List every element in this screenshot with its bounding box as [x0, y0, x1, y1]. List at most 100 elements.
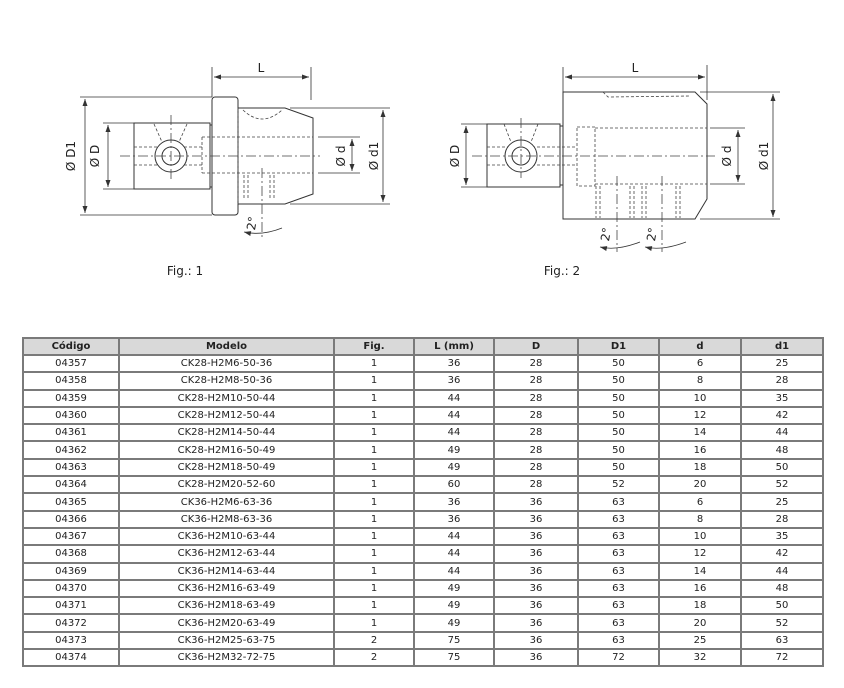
cell-D: 28	[495, 442, 577, 458]
cell-D1: 50	[579, 356, 658, 372]
header-modelo: Modelo	[120, 339, 333, 354]
label-d: Ø d	[334, 146, 348, 167]
cell-D: 36	[495, 632, 577, 649]
cell-modelo: CK28-H2M16-50-49	[120, 442, 333, 458]
header-d: d	[660, 339, 740, 354]
cell-modelo: CK36-H2M20-63-49	[120, 615, 333, 631]
cell-modelo: CK36-H2M14-63-44	[120, 563, 333, 579]
label-L: L	[632, 61, 639, 75]
cell-D1: 63	[579, 511, 658, 527]
cell-codigo: 04357	[24, 356, 118, 372]
cell-fig: 1	[335, 494, 413, 510]
label-d: Ø d	[720, 146, 734, 167]
cell-fig: 1	[335, 442, 413, 458]
cell-fig: 1	[335, 407, 413, 424]
cell-d1: 42	[742, 546, 822, 562]
header-fig: Fig.	[335, 339, 413, 354]
cell-d1: 28	[742, 511, 822, 527]
cell-D: 36	[495, 494, 577, 510]
cell-D: 36	[495, 650, 577, 666]
cell-d1: 52	[742, 477, 822, 493]
cell-d: 6	[660, 356, 740, 372]
cell-codigo: 04372	[24, 615, 118, 631]
cell-codigo: 04363	[24, 459, 118, 476]
cell-L: 49	[415, 615, 493, 631]
cell-fig: 1	[335, 580, 413, 597]
label-D: Ø D	[448, 145, 462, 168]
cell-D1: 52	[579, 477, 658, 493]
cell-fig: 1	[335, 459, 413, 476]
cell-fig: 1	[335, 598, 413, 614]
cell-d1: 63	[742, 632, 822, 649]
cell-d1: 50	[742, 598, 822, 614]
cell-L: 44	[415, 390, 493, 406]
cell-L: 49	[415, 580, 493, 597]
cell-fig: 2	[335, 632, 413, 649]
cell-L: 36	[415, 356, 493, 372]
cell-codigo: 04364	[24, 477, 118, 493]
cell-d: 8	[660, 511, 740, 527]
cell-d1: 28	[742, 373, 822, 389]
label-D1: Ø D1	[64, 141, 78, 171]
cell-d: 12	[660, 546, 740, 562]
cell-L: 44	[415, 528, 493, 545]
cell-d1: 25	[742, 494, 822, 510]
cell-d1: 50	[742, 459, 822, 476]
cell-d: 6	[660, 494, 740, 510]
cell-D1: 63	[579, 546, 658, 562]
cell-modelo: CK28-H2M10-50-44	[120, 390, 333, 406]
cell-D: 36	[495, 598, 577, 614]
cell-d1: 44	[742, 425, 822, 441]
cell-codigo: 04370	[24, 580, 118, 597]
cell-d: 12	[660, 407, 740, 424]
cell-L: 49	[415, 598, 493, 614]
cell-d: 16	[660, 580, 740, 597]
label-L: L	[258, 61, 265, 75]
cell-D: 36	[495, 528, 577, 545]
cell-fig: 1	[335, 563, 413, 579]
cell-d1: 25	[742, 356, 822, 372]
specifications-table: Código Modelo Fig. L (mm) D D1 d d1 0435…	[22, 337, 824, 668]
cell-modelo: CK36-H2M6-63-36	[120, 494, 333, 510]
cell-L: 36	[415, 373, 493, 389]
cell-D1: 63	[579, 494, 658, 510]
cell-modelo: CK36-H2M32-72-75	[120, 650, 333, 666]
figure-1-drawing: L Ø D1 Ø D Ø d Ø d1 2° Fig.: 1	[64, 61, 390, 278]
technical-drawings: L Ø D1 Ø D Ø d Ø d1 2° Fig.: 1 L Ø D Ø d…	[64, 61, 780, 278]
cell-d: 14	[660, 563, 740, 579]
cell-d: 20	[660, 477, 740, 493]
cell-L: 49	[415, 442, 493, 458]
cell-modelo: CK28-H2M8-50-36	[120, 373, 333, 389]
cell-codigo: 04360	[24, 407, 118, 424]
main-body	[562, 91, 708, 220]
cell-D: 36	[495, 580, 577, 597]
cell-fig: 2	[335, 650, 413, 666]
cell-codigo: 04358	[24, 373, 118, 389]
cell-d: 18	[660, 598, 740, 614]
cell-d: 8	[660, 373, 740, 389]
cell-codigo: 04371	[24, 598, 118, 614]
cell-modelo: CK28-H2M6-50-36	[120, 356, 333, 372]
cell-D1: 50	[579, 425, 658, 441]
cell-codigo: 04359	[24, 390, 118, 406]
cell-d: 10	[660, 390, 740, 406]
table-header-row: Código Modelo Fig. L (mm) D D1 d d1	[24, 339, 822, 354]
cell-modelo: CK36-H2M25-63-75	[120, 632, 333, 649]
cell-L: 44	[415, 546, 493, 562]
cell-D1: 72	[579, 650, 658, 666]
cell-codigo: 04369	[24, 563, 118, 579]
cell-d1: 48	[742, 442, 822, 458]
header-d1: d1	[742, 339, 822, 354]
header-codigo: Código	[24, 339, 118, 354]
figure-1-caption: Fig.: 1	[167, 264, 203, 278]
